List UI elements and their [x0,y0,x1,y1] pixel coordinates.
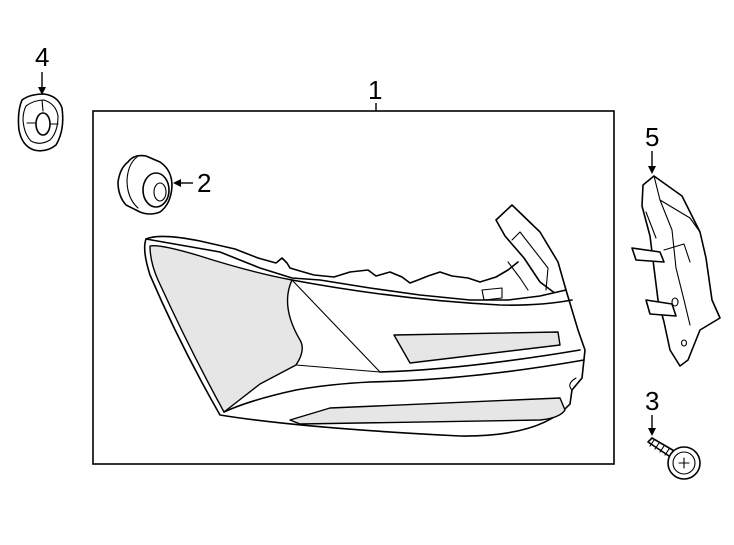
grommet-icon [117,154,173,215]
assembly-frame [92,110,615,465]
arrow-head-3 [648,428,656,436]
callout-part-3: 3 [645,386,660,416]
callout-part-2: 2 [197,168,212,198]
tail-lamp-assembly-icon [143,204,586,437]
callout-part-4: 4 [35,42,50,72]
grommet-icon [17,93,64,152]
arrow-head-2 [173,179,181,187]
screw-icon [647,437,701,480]
arrow-head-4 [38,87,46,95]
callout-part-1: 1 [368,75,383,105]
bracket-icon [631,175,721,367]
arrow-head-5 [648,166,656,174]
callout-part-5: 5 [645,122,660,152]
